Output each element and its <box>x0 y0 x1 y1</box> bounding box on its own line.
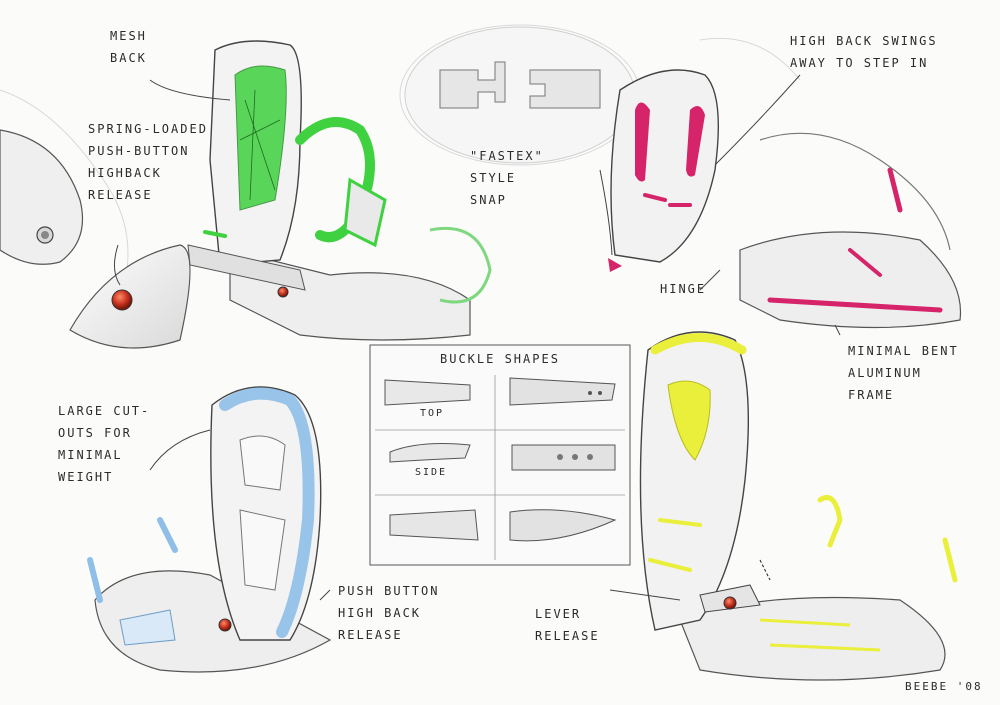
green-binding-sketch <box>187 40 492 341</box>
hinge-label: HINGE <box>660 282 707 296</box>
red-release-button <box>111 289 133 311</box>
buckle-side-label: SIDE <box>415 467 448 478</box>
signature: BEEBE '08 <box>905 680 983 693</box>
highback-swings-label: HIGH BACK SWINGS AWAY TO STEP IN <box>790 34 938 70</box>
leader-lines <box>114 74 841 601</box>
minimal-frame-label: MINIMAL BENT ALUMINUM FRAME <box>848 344 959 402</box>
mesh-back-label: MESH BACK <box>110 29 147 65</box>
spring-release-detail <box>0 129 191 349</box>
large-cutouts-label: LARGE CUT- OUTS FOR MINIMAL WEIGHT <box>58 404 151 484</box>
buckle-top-label: TOP <box>420 408 445 419</box>
magenta-binding-sketch <box>608 69 962 329</box>
blue-binding-sketch <box>87 386 332 673</box>
yellow-binding-sketch <box>639 331 958 681</box>
buckle-shapes-title: BUCKLE SHAPES <box>440 352 560 366</box>
buckle-shapes-panel <box>369 344 631 566</box>
spring-release-label: SPRING-LOADED PUSH-BUTTON HIGHBACK RELEA… <box>88 122 208 202</box>
lever-release-label: LEVER RELEASE <box>535 607 600 643</box>
push-button-release-label: PUSH BUTTON HIGH BACK RELEASE <box>338 584 440 642</box>
fastex-label: "FASTEX" STYLE SNAP <box>470 149 544 207</box>
fastex-snap-sketch <box>404 26 636 164</box>
